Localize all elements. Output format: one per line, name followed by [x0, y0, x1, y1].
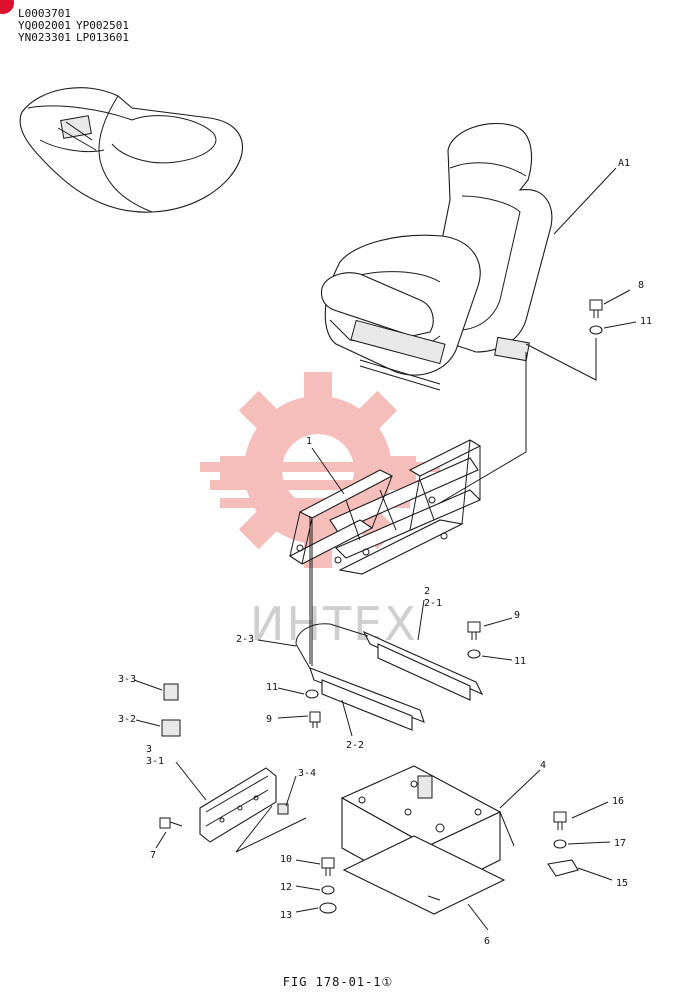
callout-8: 8 — [638, 280, 644, 291]
callout-16: 16 — [612, 796, 624, 807]
model-code-list: L0003701 YQ002001 YP002501 YN023301 LP0136… — [18, 8, 129, 44]
seat-assembly-icon — [320, 122, 553, 391]
seat-base-box — [340, 765, 515, 915]
model-code: LP013601 — [76, 31, 129, 44]
model-code-row: YQ002001 YP002501 — [18, 20, 129, 32]
callout-11-right: 11 — [514, 656, 526, 667]
callout-3-3: 3-3 — [118, 674, 136, 685]
model-code-row: YN023301 LP013601 — [18, 32, 129, 44]
model-code: YN023301 — [18, 31, 71, 44]
callout-15: 15 — [616, 878, 628, 889]
callout-2-3: 2-3 — [236, 634, 254, 645]
slide-rail-frame — [288, 439, 482, 575]
model-code-row: L0003701 — [18, 8, 129, 20]
callout-10: 10 — [280, 854, 292, 865]
fasteners — [159, 299, 603, 914]
callout-2-2: 2-2 — [346, 740, 364, 751]
seat-rails — [295, 352, 527, 731]
callout-9-right: 9 — [514, 610, 520, 621]
callout-13: 13 — [280, 910, 292, 921]
figure-caption: FIG 178-01-1① — [282, 975, 394, 989]
callout-11-left: 11 — [266, 682, 278, 693]
callout-12: 12 — [280, 882, 292, 893]
callout-2: 2 — [424, 586, 430, 597]
watermark-text: ИНТЕХ — [250, 597, 418, 651]
callout-9-left: 9 — [266, 714, 272, 725]
callout-7: 7 — [150, 850, 156, 861]
callout-4: 4 — [540, 760, 546, 771]
gear-watermark-icon — [200, 372, 440, 568]
callout-17: 17 — [614, 838, 626, 849]
corner-marker — [0, 0, 14, 14]
callout-A1: A1 — [618, 158, 630, 169]
callout-3: 3 — [146, 744, 152, 755]
callout-6: 6 — [484, 936, 490, 947]
lever-bracket — [161, 683, 289, 843]
callout-2-1: 2-1 — [424, 598, 442, 609]
model-code: YP002501 — [76, 19, 129, 32]
overview-seat-icon — [19, 87, 243, 213]
callout-3-2: 3-2 — [118, 714, 136, 725]
leader-lines — [133, 167, 637, 931]
callout-3-1: 3-1 — [146, 756, 164, 767]
model-code: L0003701 — [18, 7, 71, 20]
callout-3-4: 3-4 — [298, 768, 316, 779]
callout-1: 1 — [306, 436, 312, 447]
callout-11-top: 11 — [640, 316, 652, 327]
model-code: YQ002001 — [18, 19, 71, 32]
